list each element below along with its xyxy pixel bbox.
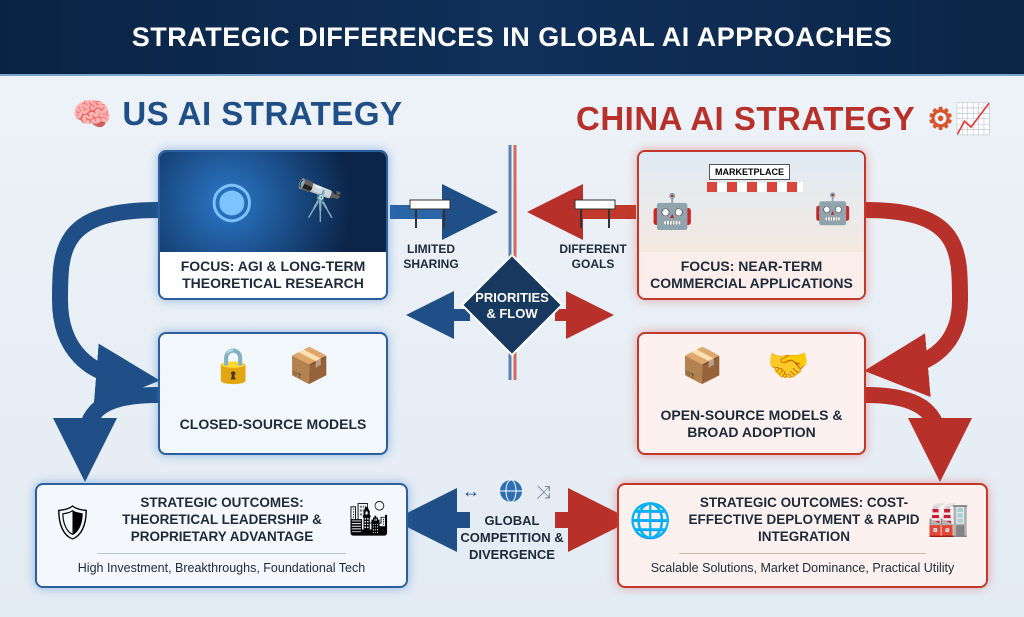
brain-icon: 🧠 — [72, 96, 113, 132]
priorities-label: PRIORITIES & FLOW — [475, 290, 549, 321]
shuffle-icon: ⤨ — [536, 482, 550, 502]
limited-sharing-label: LIMITED SHARING — [403, 242, 459, 271]
us-model-caption: CLOSED-SOURCE MODELS — [179, 415, 367, 432]
us-outcome-card: 🛡 🏙 STRATEGIC OUTCOMES: THEORETICAL LEAD… — [35, 483, 408, 588]
brain-icon: ◉ — [210, 171, 254, 227]
us-heading: 🧠 US AI STRATEGY — [72, 95, 403, 133]
us-model-card: 🔒 📦 CLOSED-SOURCE MODELS — [158, 332, 388, 455]
different-goals-label: DIFFERENT GOALS — [559, 242, 627, 271]
barrier-icon — [574, 199, 616, 228]
china-outcome-subtitle: Scalable Solutions, Market Dominance, Pr… — [650, 561, 955, 575]
globe-icon — [500, 479, 522, 503]
global-competition-label: GLOBAL COMPETITION & DIVERGENCE — [460, 513, 564, 562]
china-heading: CHINA AI STRATEGY ⚙📈 — [576, 100, 992, 138]
china-curved-arrow-1 — [864, 202, 969, 398]
us-curved-arrow-1 — [51, 202, 160, 408]
us-outcome-subtitle: High Investment, Breakthroughs, Foundati… — [77, 561, 366, 575]
closed-box-icon: 📦 — [288, 347, 331, 385]
priorities-diamond — [460, 253, 564, 357]
telescope-icon: 🔭 — [295, 179, 345, 223]
china-focus-card: MARKETPLACE 🤖 🤖 FOCUS: NEAR-TERM COMMERC… — [637, 150, 866, 300]
awning — [707, 182, 803, 192]
china-focus-caption: FOCUS: NEAR-TERM COMMERCIAL APPLICATIONS — [639, 252, 864, 298]
marketplace-sign: MARKETPLACE — [709, 164, 790, 180]
barrier-icon — [409, 199, 451, 228]
china-outcome-title: STRATEGIC OUTCOMES: COST-EFFECTIVE DEPLO… — [688, 495, 920, 544]
marketplace-illustration: MARKETPLACE 🤖 🤖 — [639, 152, 864, 252]
robot-icon: 🤖 — [814, 193, 852, 226]
china-model-caption: OPEN-SOURCE MODELS & BROAD ADOPTION — [660, 407, 843, 440]
handshake-icon: 🤝 — [767, 347, 810, 385]
divider — [97, 553, 346, 554]
lock-icon: 🔒 — [212, 347, 255, 385]
open-box-icon: 📦 — [681, 347, 724, 385]
us-title: US AI STRATEGY — [122, 95, 403, 132]
shield-lock-icon: 🛡 — [51, 504, 95, 542]
us-focus-card: ◉ 🔭 FOCUS: AGI & LONG-TERM THEORETICAL R… — [158, 150, 388, 300]
china-curved-arrow-2 — [865, 387, 972, 482]
gear-growth-chart-icon: ⚙📈 — [927, 102, 993, 136]
china-outcome-card: 🌐 🏭 STRATEGIC OUTCOMES: COST-EFFECTIVE D… — [617, 483, 988, 588]
china-model-card: 📦 🤝 OPEN-SOURCE MODELS & BROAD ADOPTION — [637, 332, 866, 455]
city-skyline-icon: 🏙 — [347, 500, 391, 538]
network-globe-icon: 🌐 — [629, 502, 672, 540]
us-outcome-title: STRATEGIC OUTCOMES: THEORETICAL LEADERSH… — [122, 495, 322, 544]
brain-telescope-illustration: ◉ 🔭 — [160, 152, 386, 252]
china-title: CHINA AI STRATEGY — [576, 100, 916, 137]
us-curved-arrow-2 — [53, 387, 159, 482]
page-title: STRATEGIC DIFFERENCES IN GLOBAL AI APPRO… — [131, 21, 893, 52]
factory-icon: 🏭 — [927, 500, 970, 538]
header-banner: STRATEGIC DIFFERENCES IN GLOBAL AI APPRO… — [0, 0, 1024, 76]
robot-icon: 🤖 — [651, 193, 694, 231]
exchange-arrows-icon: ↔ — [462, 481, 480, 501]
us-focus-caption: FOCUS: AGI & LONG-TERM THEORETICAL RESEA… — [180, 258, 366, 291]
divider — [679, 553, 926, 554]
